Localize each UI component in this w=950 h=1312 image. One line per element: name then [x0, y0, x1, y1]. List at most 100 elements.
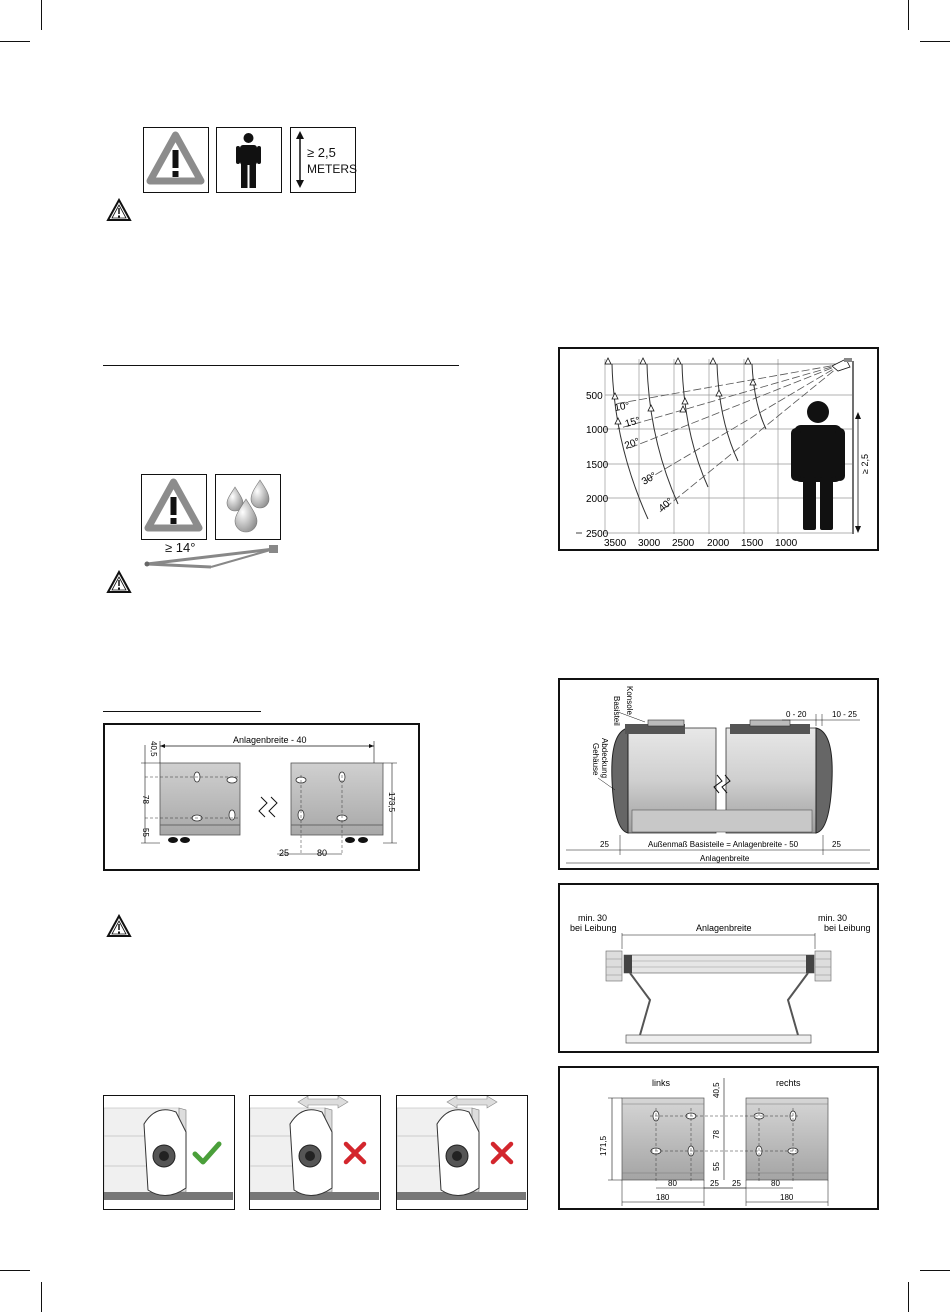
- end-cap-drawing: [104, 1107, 233, 1200]
- wall-right-sub: bei Leibung: [824, 923, 871, 933]
- small-warning-icon: [106, 570, 132, 593]
- dim-0-20: 0 - 20: [786, 710, 807, 719]
- wall-left-value: 30: [597, 913, 607, 923]
- plate-dim-25-left: 25: [710, 1179, 719, 1188]
- housing-dim-right: 25: [832, 840, 841, 849]
- angle-20: 20°: [623, 436, 641, 452]
- angle-15: 15°: [624, 415, 641, 430]
- wall-drawing-box: min. 30 bei Leibung min. 30 bei Leibung …: [558, 883, 879, 1053]
- angle-40: 40°: [657, 496, 676, 514]
- bracket-dim-height: 173,5: [387, 792, 396, 813]
- y-tick-2500: 2500: [586, 529, 609, 540]
- plate-dim-180-left: 180: [656, 1193, 670, 1202]
- bracket-width-label: Anlagenbreite - 40: [233, 735, 307, 745]
- housing-drawing: Konsole Basisteil Abdeckung Gehäuse 0 - …: [566, 686, 870, 864]
- bracket-dim-bottom: 55: [141, 828, 150, 837]
- section-rule: [103, 711, 261, 712]
- person-silhouette-icon: [791, 401, 845, 530]
- end-cap-drawing: [250, 1096, 379, 1200]
- crop-mark: [908, 1282, 909, 1312]
- mounting-wrong-photo-2: [396, 1095, 528, 1210]
- bracket-dim-mid: 78: [141, 795, 150, 804]
- bracket-dim-25: 25: [279, 848, 289, 858]
- warning-triangle-icon: [144, 478, 203, 532]
- height-label: ≥ 2,5: [860, 454, 870, 474]
- wall-right-value: 30: [837, 913, 847, 923]
- warning-sign-tile: [143, 127, 209, 193]
- label-konsole: Konsole: [625, 686, 634, 715]
- plate-dim-171-5: 171,5: [599, 1135, 608, 1156]
- crop-mark: [920, 41, 950, 42]
- crop-mark: [41, 1282, 42, 1312]
- x-tick-3000: 3000: [638, 538, 661, 549]
- plate-dim-25-right: 25: [732, 1179, 741, 1188]
- warning-triangle-icon: [146, 131, 205, 185]
- height-sign-line2: METERS: [307, 162, 358, 176]
- total-width-label: Anlagenbreite: [700, 854, 750, 863]
- wall-right-min: min.: [818, 913, 835, 923]
- height-sign-line1: ≥ 2,5: [307, 145, 336, 160]
- outer-dimension-label: Außenmaß Basisteile = Anlagenbreite - 50: [648, 840, 799, 849]
- double-arrow-icon: [446, 1096, 498, 1109]
- cross-icon: [343, 1141, 367, 1165]
- plate-left-title: links: [652, 1078, 671, 1088]
- angle-diagram-box: 500 1000 1500 2000 2500 3500 3000 2500 2…: [558, 347, 879, 551]
- wall-center-label: Anlagenbreite: [696, 923, 752, 933]
- x-tick-1000: 1000: [775, 538, 798, 549]
- angle-30: 30°: [640, 471, 659, 488]
- water-drops-icon: [226, 479, 270, 533]
- plate-dim-55: 55: [712, 1162, 721, 1171]
- crop-mark: [0, 41, 30, 42]
- plate-right-title: rechts: [776, 1078, 801, 1088]
- double-arrow-icon: [297, 1096, 349, 1109]
- plate-dim-80-right: 80: [771, 1179, 780, 1188]
- y-tick-1000: 1000: [586, 425, 609, 436]
- label-gehaeuse: Gehäuse: [591, 743, 600, 776]
- plate-dim-78: 78: [712, 1130, 721, 1139]
- cross-icon: [490, 1141, 514, 1165]
- height-sign-tile: ≥ 2,5 METERS: [290, 127, 358, 193]
- x-tick-2500: 2500: [672, 538, 695, 549]
- slope-angle-label: ≥ 14°: [165, 540, 196, 555]
- housing-dim-left: 25: [600, 840, 609, 849]
- awning-slope-icon: [144, 545, 278, 569]
- water-sign-tile: [215, 474, 281, 540]
- checkmark-icon: [192, 1141, 222, 1165]
- crop-mark: [41, 0, 42, 30]
- angle-diagram: 500 1000 1500 2000 2500 3500 3000 2500 2…: [576, 357, 870, 549]
- brick-wall-right: [814, 950, 832, 982]
- y-tick-2000: 2000: [586, 494, 609, 505]
- x-tick-1500: 1500: [741, 538, 764, 549]
- crop-mark: [920, 1270, 950, 1271]
- break-symbol: [258, 796, 278, 818]
- vertical-arrow-icon: [296, 131, 304, 188]
- bracket-drawing-box: Anlagenbreite - 40 40,5 78 55 173,5 25 8…: [103, 723, 420, 871]
- wall-left-min: min.: [578, 913, 595, 923]
- y-tick-1500: 1500: [586, 460, 609, 471]
- x-tick-3500: 3500: [604, 538, 627, 549]
- wall-left-sub: bei Leibung: [570, 923, 617, 933]
- bracket-dim-80: 80: [317, 848, 327, 858]
- plate-dim-180-right: 180: [780, 1193, 794, 1202]
- section-rule: [103, 365, 459, 366]
- bracket-drawing: Anlagenbreite - 40 40,5 78 55 173,5 25 8…: [141, 735, 397, 858]
- person-icon: [236, 133, 261, 188]
- angle-10: 10°: [614, 400, 631, 413]
- x-tick-2000: 2000: [707, 538, 730, 549]
- crop-mark: [0, 1270, 30, 1271]
- housing-drawing-box: Konsole Basisteil Abdeckung Gehäuse 0 - …: [558, 678, 879, 870]
- end-cap-drawing: [397, 1096, 526, 1200]
- plate-dim-80-left: 80: [668, 1179, 677, 1188]
- small-warning-icon: [106, 198, 132, 221]
- plate-dim-40-5: 40,5: [712, 1082, 721, 1098]
- y-tick-500: 500: [586, 391, 603, 402]
- mounting-wrong-photo-1: [249, 1095, 381, 1210]
- warning-sign-tile: [141, 474, 207, 540]
- mounting-correct-photo: [103, 1095, 235, 1210]
- crop-mark: [908, 0, 909, 30]
- plates-drawing: links rechts 171,5 4: [599, 1078, 829, 1206]
- plates-drawing-box: links rechts 171,5 4: [558, 1066, 879, 1210]
- bracket-dim-top: 40,5: [149, 741, 158, 757]
- person-sign-tile: [216, 127, 282, 193]
- brick-wall-left: [605, 950, 623, 982]
